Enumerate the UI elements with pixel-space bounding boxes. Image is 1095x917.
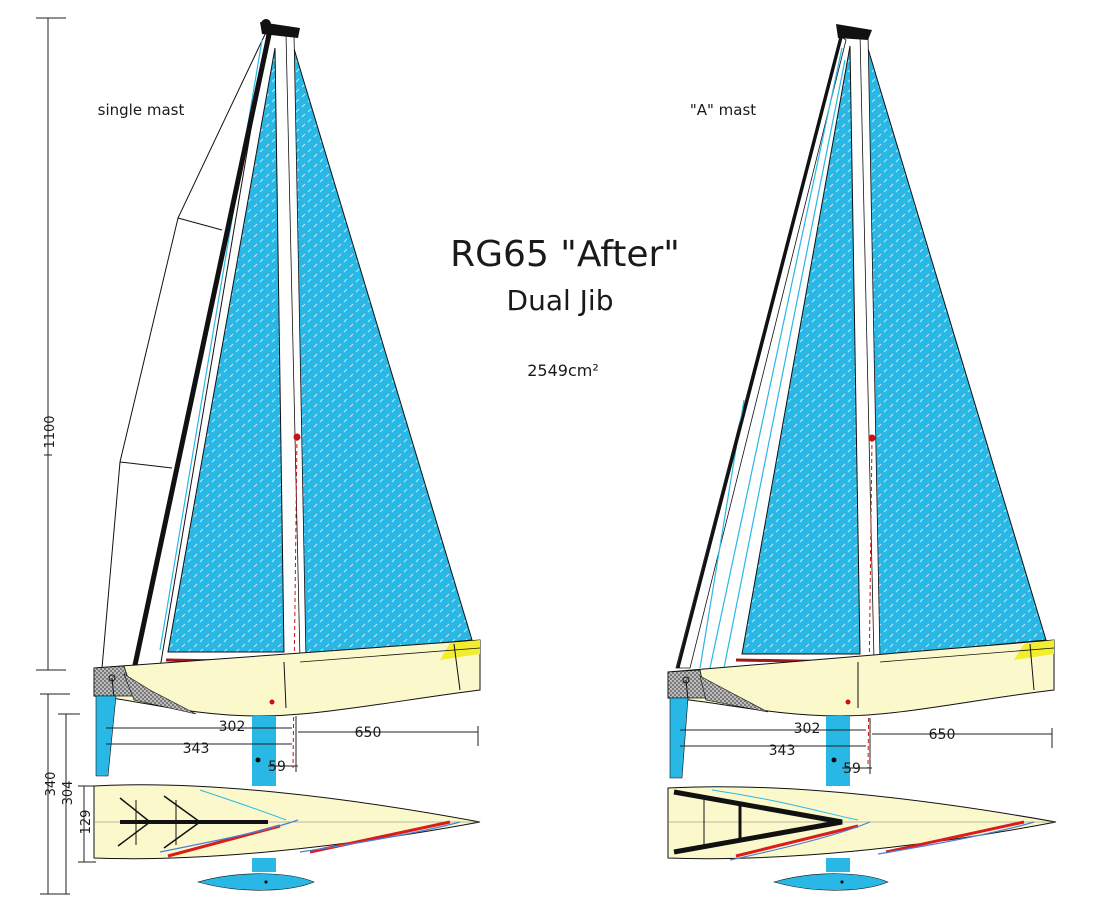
left-main-sail [291, 41, 473, 657]
draft-label: 340 [44, 772, 59, 797]
right-hull-side [667, 639, 1055, 717]
mast-height-label: 1100 [43, 415, 58, 448]
left-mast [125, 29, 273, 699]
beam-label: 304 [61, 781, 76, 806]
right-masthead [836, 24, 872, 40]
sail-area-label: 2549cm² [527, 361, 599, 380]
right-dim-59: 59 [843, 761, 861, 777]
left-dim-343: 343 [183, 741, 210, 757]
right-dim-650: 650 [929, 727, 956, 743]
left-jib-sail [167, 47, 285, 653]
left-keel-bulb [196, 873, 315, 891]
drawing-title: RG65 "After" [450, 234, 680, 275]
right-rig-a-mast: "A" mast [667, 24, 1057, 891]
left-jib-outline [101, 27, 269, 669]
left-hull-side [93, 639, 481, 717]
right-keel-fin [826, 716, 850, 786]
right-jib-sail [741, 45, 861, 655]
right-dim-343: 343 [769, 743, 796, 759]
right-rudder [669, 697, 689, 779]
right-mast [676, 33, 844, 669]
right-rig-label: "A" mast [690, 101, 756, 119]
right-dim-302: 302 [794, 721, 821, 737]
left-dim-650: 650 [355, 725, 382, 741]
right-keel-bulb [772, 873, 889, 891]
drawing-subtitle: Dual Jib [507, 284, 614, 317]
deck-beam-label: 129 [79, 810, 94, 835]
left-dim-59: 59 [268, 759, 286, 775]
left-rudder [95, 695, 117, 777]
right-main-sail [865, 41, 1047, 657]
left-dim-302: 302 [219, 719, 246, 735]
left-keel-fin [252, 716, 276, 786]
right-deck-plan [667, 786, 1057, 860]
left-rig-single-mast: single mast [93, 19, 481, 891]
mast-height-dimension [36, 17, 66, 671]
left-rig-label: single mast [98, 101, 185, 119]
